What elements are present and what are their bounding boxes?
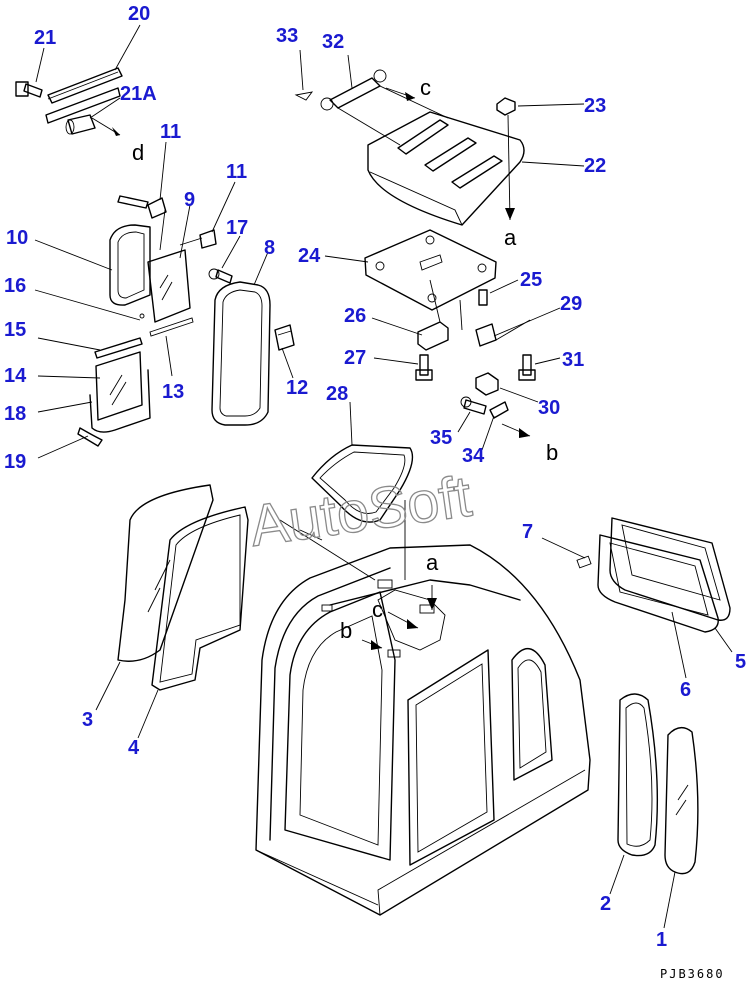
ref-d: d xyxy=(132,140,144,165)
callout-17: 17 xyxy=(226,217,248,239)
ref-b-right: b xyxy=(546,440,558,465)
callout-35: 35 xyxy=(430,427,452,449)
callout-24: 24 xyxy=(298,245,321,267)
quarter-glass-seal xyxy=(617,693,659,857)
side-window-glass xyxy=(609,517,731,621)
stopper-block xyxy=(475,372,499,396)
leader-lines xyxy=(34,24,733,929)
callout-4: 4 xyxy=(128,737,140,759)
callout-31: 31 xyxy=(562,349,584,371)
bolts-roof xyxy=(415,289,536,419)
callout-1: 1 xyxy=(656,929,667,951)
bolt-21 xyxy=(15,81,43,98)
rubber-strip-13 xyxy=(149,317,194,337)
glass-14 xyxy=(95,351,143,421)
latch-bracket xyxy=(417,321,449,351)
quarter-glass xyxy=(664,727,699,875)
callout-28: 28 xyxy=(326,383,348,405)
callout-32: 32 xyxy=(322,31,344,53)
seal-18 xyxy=(89,369,151,433)
roof-seal-loop xyxy=(311,444,414,523)
callout-3: 3 xyxy=(82,709,93,731)
latch-12 xyxy=(274,324,295,351)
callout-16: 16 xyxy=(4,275,26,297)
ref-c-cab: c xyxy=(372,597,383,622)
callout-19: 19 xyxy=(4,451,26,473)
roof-nut xyxy=(496,97,516,116)
guide-15 xyxy=(94,337,143,359)
callout-34: 34 xyxy=(462,445,485,467)
callout-11-lower: 11 xyxy=(226,161,247,183)
callout-23: 23 xyxy=(584,95,606,117)
roof-hatch xyxy=(367,111,525,226)
callout-11-upper: 11 xyxy=(160,121,181,143)
latch-plate xyxy=(475,323,497,347)
callout-20: 20 xyxy=(128,3,150,25)
hatch-mount-plate xyxy=(364,229,497,311)
callout-6: 6 xyxy=(680,679,691,701)
rear-glass-seal xyxy=(151,506,249,691)
callout-14: 14 xyxy=(4,365,27,387)
callout-2: 2 xyxy=(600,893,611,915)
ref-a-cab: a xyxy=(426,550,439,575)
callout-labels: 1 2 3 4 5 6 7 8 9 10 11 11 12 13 14 15 1… xyxy=(4,3,746,951)
callout-25: 25 xyxy=(520,269,542,291)
ref-b-cab: b xyxy=(340,618,352,643)
bolt-17 xyxy=(208,268,233,284)
callout-12: 12 xyxy=(286,377,308,399)
door-window-frame-8 xyxy=(211,281,271,426)
watermark-text: AutoSoft xyxy=(246,464,475,559)
roof-hinge-pin xyxy=(294,69,387,111)
callout-18: 18 xyxy=(4,403,26,425)
reference-arrows xyxy=(91,87,531,650)
callout-22: 22 xyxy=(584,155,606,177)
callout-10: 10 xyxy=(6,227,28,249)
ref-a-top: a xyxy=(504,225,517,250)
callout-15: 15 xyxy=(4,319,26,341)
window-frame-10 xyxy=(109,224,151,306)
assembly-lines xyxy=(159,85,531,581)
ref-c-top: c xyxy=(420,75,431,100)
callout-5: 5 xyxy=(735,651,746,673)
drawing-number: PJB3680 xyxy=(660,967,725,981)
window-panel-9 xyxy=(139,249,191,323)
slide-rail xyxy=(45,67,123,124)
callout-7: 7 xyxy=(522,521,533,543)
spacer-21a xyxy=(65,114,96,135)
side-window-latch xyxy=(576,555,592,569)
seal-end-19 xyxy=(77,427,103,447)
callout-30: 30 xyxy=(538,397,560,419)
callout-21a: 21A xyxy=(120,83,157,105)
callout-33: 33 xyxy=(276,25,298,47)
callout-9: 9 xyxy=(184,189,195,211)
callout-29: 29 xyxy=(560,293,582,315)
bracket-11 xyxy=(117,195,217,249)
side-window-seal xyxy=(597,534,719,633)
callout-26: 26 xyxy=(344,305,366,327)
callout-8: 8 xyxy=(264,237,275,259)
cab-frame xyxy=(255,544,591,916)
callout-21: 21 xyxy=(34,27,56,49)
callout-27: 27 xyxy=(344,347,366,369)
callout-13: 13 xyxy=(162,381,184,403)
